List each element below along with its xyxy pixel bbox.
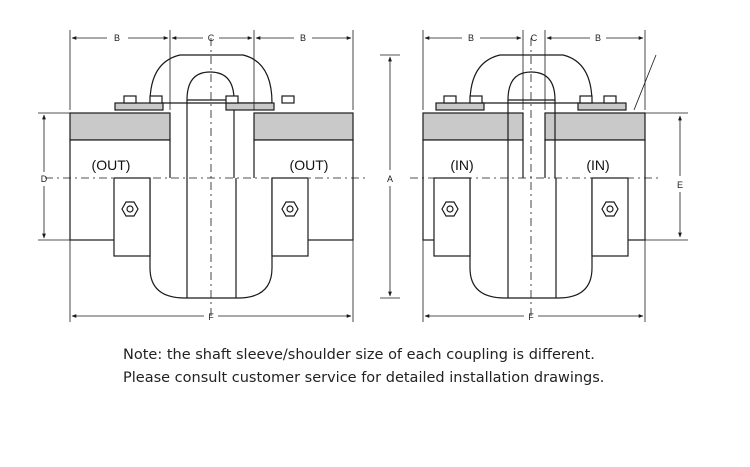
left-coupling-right-clamp bbox=[271, 177, 309, 257]
dim-label-d: D bbox=[41, 174, 48, 184]
hex-bolt-icon bbox=[281, 201, 299, 217]
right-coupling-right-clamp bbox=[591, 177, 629, 257]
dim-label-b: B bbox=[468, 33, 474, 43]
right-coupling-left-hub-band bbox=[422, 112, 524, 141]
dim-label-f: F bbox=[528, 312, 534, 322]
left-coupling-right-hub-band bbox=[253, 112, 354, 141]
dim-label-b: B bbox=[300, 33, 306, 43]
left-coupling-left-hub-band bbox=[69, 112, 171, 141]
left-coupling-left-tag: (OUT) bbox=[92, 157, 131, 173]
right-coupling-left-tag: (IN) bbox=[450, 157, 473, 173]
dim-label-f: F bbox=[208, 312, 214, 322]
left-coupling-left-clamp bbox=[113, 177, 151, 257]
note-line-1: Note: the shaft sleeve/shoulder size of … bbox=[123, 347, 595, 363]
right-coupling-right-hub-band bbox=[544, 112, 646, 141]
left-coupling-right-tag: (OUT) bbox=[290, 157, 329, 173]
dim-label-e: E bbox=[677, 180, 683, 190]
left-coupling bbox=[45, 38, 365, 318]
dim-label-a: A bbox=[387, 174, 393, 184]
hex-bolt-icon bbox=[441, 201, 459, 217]
dim-label-b: B bbox=[595, 33, 601, 43]
hex-bolt-icon bbox=[121, 201, 139, 217]
dim-label-b: B bbox=[114, 33, 120, 43]
right-coupling bbox=[410, 38, 660, 318]
note-line-2: Please consult customer service for deta… bbox=[123, 370, 605, 386]
right-coupling-right-tag: (IN) bbox=[586, 157, 609, 173]
dim-label-c: C bbox=[531, 33, 538, 43]
hex-bolt-icon bbox=[601, 201, 619, 217]
dim-label-c: C bbox=[208, 33, 215, 43]
installation-note: Note: the shaft sleeve/shoulder size of … bbox=[123, 344, 723, 390]
dimension-lines bbox=[38, 30, 688, 322]
right-coupling-left-clamp bbox=[433, 177, 471, 257]
